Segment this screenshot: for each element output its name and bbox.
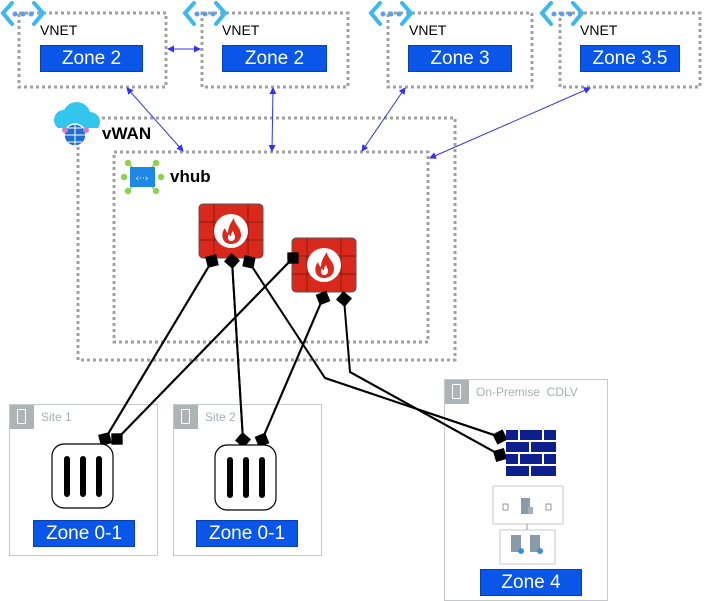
vnet-box bbox=[558, 11, 702, 89]
vhub-box bbox=[112, 150, 430, 344]
vnet-box bbox=[17, 11, 168, 89]
vnet-icon bbox=[369, 1, 413, 26]
vnet-box bbox=[386, 11, 534, 89]
zone-label: Zone 2 bbox=[222, 45, 327, 72]
vnet-label: VNET bbox=[222, 22, 260, 38]
site-label: Site 2 bbox=[205, 410, 236, 424]
zone-label: Zone 3 bbox=[408, 45, 512, 72]
vwan-cloud-icon bbox=[54, 102, 100, 147]
server-icon bbox=[10, 405, 34, 429]
vnet-icon bbox=[183, 1, 227, 26]
vnet-label: VNET bbox=[40, 22, 78, 38]
server-diagram-icon bbox=[492, 485, 564, 565]
vwan-box bbox=[76, 116, 457, 362]
zone-label: Zone 0-1 bbox=[196, 520, 298, 547]
site-label: Site 1 bbox=[41, 410, 72, 424]
site-label: On-Premise CDLV bbox=[476, 385, 578, 399]
site-1-box: Site 1 bbox=[9, 404, 158, 556]
vnet-label: VNET bbox=[580, 22, 618, 38]
azure-firewall-icon bbox=[291, 237, 357, 293]
router-icon bbox=[214, 444, 277, 511]
vwan-label: vWAN bbox=[102, 124, 152, 143]
brick-firewall-icon bbox=[506, 430, 556, 476]
vnet-icon bbox=[540, 1, 584, 26]
zone-label: Zone 0-1 bbox=[33, 520, 135, 547]
on-premise-box: On-Premise CDLV bbox=[444, 379, 608, 601]
router-icon bbox=[51, 443, 114, 509]
vnet-label: VNET bbox=[409, 22, 447, 38]
vhub-label: vhub bbox=[170, 167, 211, 186]
svg-text:‹··›: ‹··› bbox=[136, 174, 149, 184]
zone-label: Zone 2 bbox=[40, 45, 143, 72]
zone-label: Zone 3.5 bbox=[580, 45, 680, 72]
server-icon bbox=[445, 380, 469, 404]
vnet-icon bbox=[0, 1, 46, 26]
vnet-box bbox=[200, 11, 350, 89]
server-icon bbox=[174, 405, 198, 429]
azure-firewall-icon bbox=[198, 203, 264, 259]
vhub-icon: ‹··› bbox=[120, 159, 165, 195]
zone-label: Zone 4 bbox=[480, 569, 582, 596]
